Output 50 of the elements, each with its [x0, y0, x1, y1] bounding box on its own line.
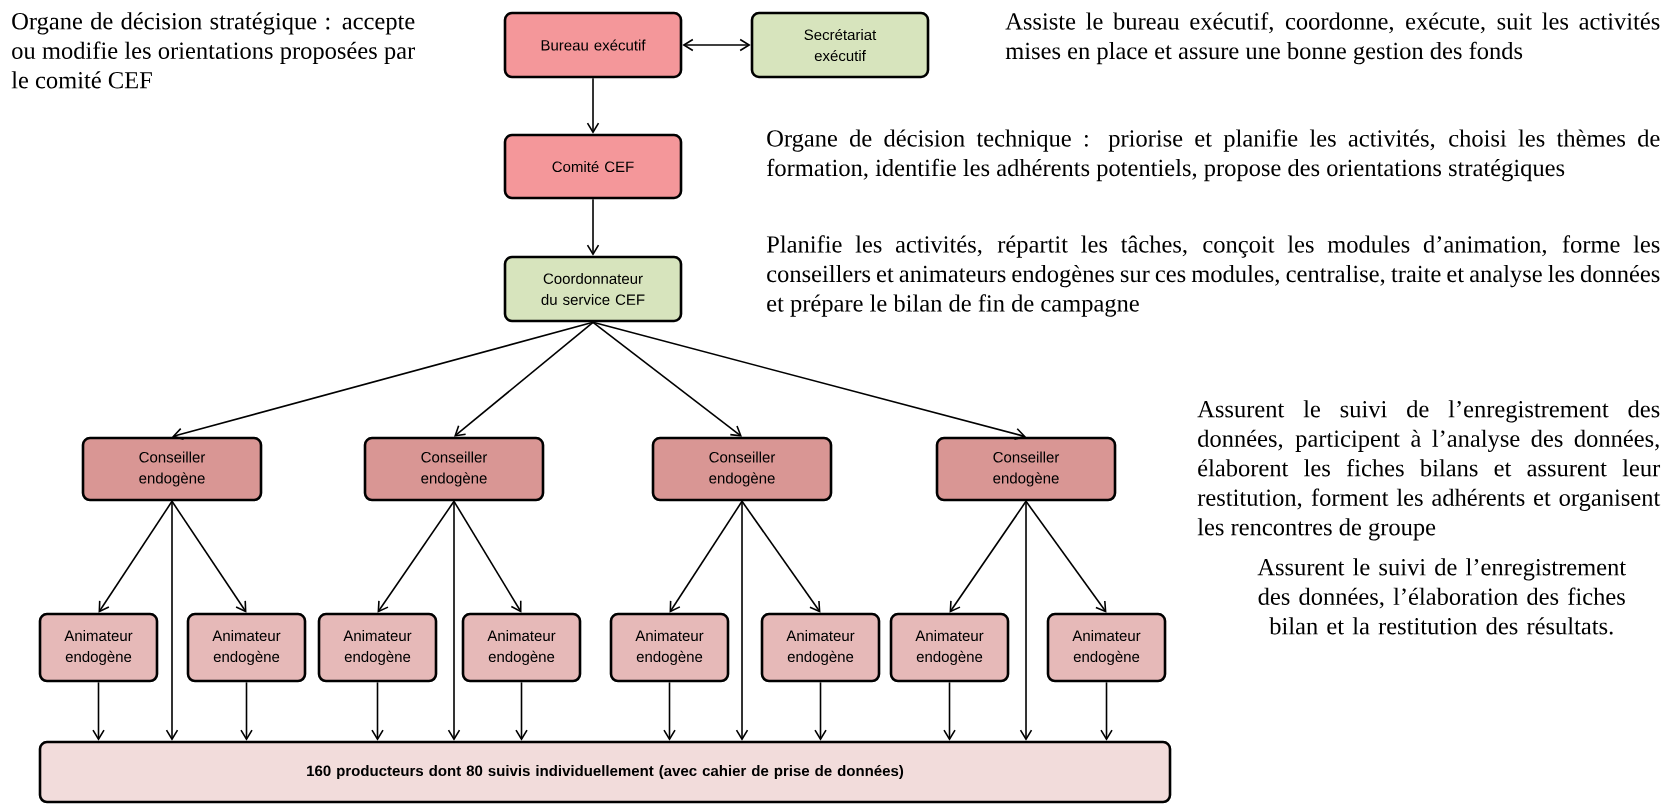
arrow	[171, 500, 247, 613]
arrow	[240, 681, 253, 741]
advisor-box: Conseiller endogène	[651, 436, 833, 502]
arrow	[165, 500, 179, 741]
arrow	[735, 500, 749, 741]
coordinator-box: Coordonnateur du service CEF	[503, 255, 683, 323]
arrow	[98, 500, 173, 613]
committee-box: Comité CEF	[503, 133, 683, 200]
arrow	[515, 681, 528, 741]
description-text: Organe de décision stratégique : accepte ou modifie les orientations proposées par le comité CEF	[11, 12, 415, 89]
description-text: Organe de décision technique : priorise et planifie les activités, choisi les thèmes de formation, identifie les adhérents potentiels, propose des orientations stratégiques	[766, 129, 1660, 182]
office-box: Secrétariat exécutif	[750, 11, 930, 79]
arrow	[586, 77, 600, 134]
advisor-box: Conseiller endogène	[935, 436, 1117, 502]
office-box: Bureau exécutif	[503, 11, 683, 79]
arrow	[943, 681, 956, 741]
description-text: Planifie les activités, répartit les tâches, conçoit les modules d’animation, forme les conseillers et animateurs endogènes sur ces modules, centralise, traite et analyse les données et prépare le bilan de fin de campagne	[766, 235, 1660, 317]
facilitator-box: Animateur endogène	[317, 612, 438, 683]
description-text: Assurent le suivi de l’enregistrement des données, l’élaboration des fiches bilan et la restitution des résultats.	[1257, 558, 1626, 635]
arrow	[814, 681, 827, 741]
arrow	[1100, 681, 1113, 741]
arrow	[92, 681, 105, 741]
description-text: Assurent le suivi de l’enregistrement des données, participent à l’analyse des données, élaborent les fiches bilans et assurent leur restitution, forment les adhérents et organisent les rencontres de groupe	[1197, 400, 1661, 541]
arrow	[592, 321, 1026, 441]
arrow	[172, 321, 594, 441]
facilitator-box: Animateur endogène	[1046, 612, 1167, 683]
facilitator-box: Animateur endogène	[609, 612, 730, 683]
arrow	[371, 681, 384, 741]
arrow	[741, 500, 821, 613]
arrow	[453, 500, 522, 613]
facilitator-box: Animateur endogène	[38, 612, 159, 683]
facilitator-box: Animateur endogène	[760, 612, 881, 683]
arrow	[1019, 500, 1033, 741]
advisor-box: Conseiller endogène	[363, 436, 545, 502]
arrow	[447, 500, 461, 741]
arrow	[586, 198, 600, 256]
advisor-box: Conseiller endogène	[81, 436, 263, 502]
arrow	[682, 38, 751, 52]
arrow	[663, 681, 676, 741]
arrow	[454, 321, 594, 437]
facilitator-box: Animateur endogène	[889, 612, 1010, 683]
facilitator-box: Animateur endogène	[461, 612, 582, 683]
arrow	[377, 500, 455, 613]
facilitator-box: Animateur endogène	[186, 612, 307, 683]
arrow	[949, 500, 1027, 613]
description-text: Assiste le bureau exécutif, coordonne, exécute, suit les activités mises en place et assure une bonne gestion des fonds	[1005, 12, 1660, 65]
arrow	[592, 321, 742, 437]
arrow	[669, 500, 743, 613]
producers-box: 160 producteurs dont 80 suivis individuellement (avec cahier de prise de données)	[38, 740, 1172, 804]
arrow	[1025, 500, 1107, 613]
